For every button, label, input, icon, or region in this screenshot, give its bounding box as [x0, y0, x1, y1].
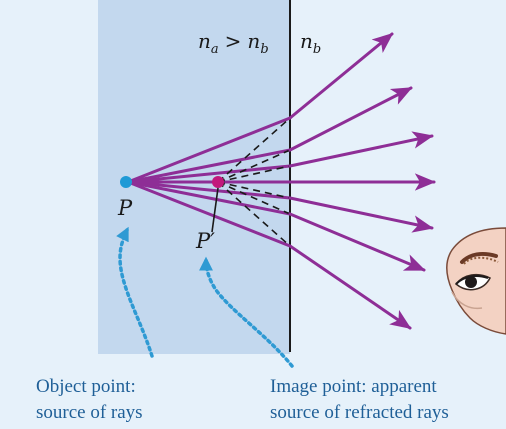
object-caption-line2: source of rays [36, 402, 143, 423]
medium-b-label: nb [300, 29, 321, 57]
image-point-label: P′ [195, 229, 215, 253]
image-caption-line2: source of refracted rays [270, 402, 449, 423]
index-comparison-label: na>nb [198, 29, 269, 57]
eye-illustration [447, 228, 506, 334]
refracted-ray [290, 88, 411, 150]
image-point-dot [212, 176, 224, 188]
object-point-label: P [117, 196, 133, 220]
object-caption-line1: Object point: [36, 376, 136, 397]
refracted-ray [290, 246, 410, 328]
refracted-rays [290, 34, 434, 328]
image-caption-line1: Image point: apparent [270, 376, 437, 397]
object-point-dot [120, 176, 132, 188]
